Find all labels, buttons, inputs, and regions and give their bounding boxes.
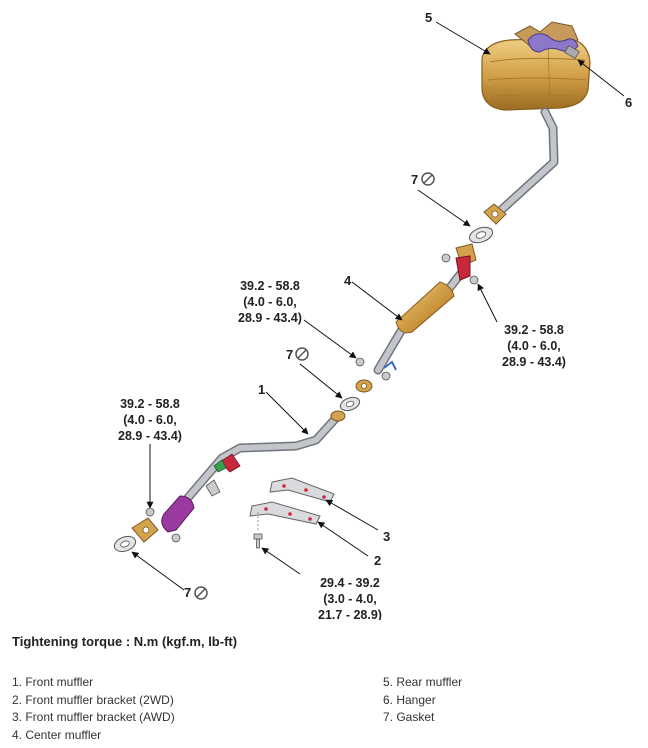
torque-front: 39.2 - 58.8 (4.0 - 6.0, 28.9 - 43.4): [118, 397, 182, 443]
callout-2: 2: [374, 553, 381, 568]
svg-text:(4.0 - 6.0,: (4.0 - 6.0,: [243, 295, 297, 309]
callout-3: 3: [383, 529, 390, 544]
legend-item: 7. Gasket: [383, 710, 435, 724]
svg-text:29.4 - 39.2: 29.4 - 39.2: [320, 576, 380, 590]
circle-slash-icon: [295, 347, 309, 361]
torque-center-left: 39.2 - 58.8 (4.0 - 6.0, 28.9 - 43.4): [238, 279, 302, 325]
legend-item: 5. Rear muffler: [383, 675, 463, 689]
svg-text:28.9 - 43.4): 28.9 - 43.4): [238, 311, 302, 325]
svg-text:21.7 - 28.9): 21.7 - 28.9): [318, 608, 382, 620]
callout-4: 4: [344, 273, 352, 288]
bracket-2wd: [249, 501, 321, 525]
bracket-bolt: [253, 512, 263, 549]
bracket-awd: [269, 477, 335, 503]
callout-5: 5: [425, 10, 432, 25]
parts-legend-left: 1. Front muffler 2. Front muffler bracke…: [12, 674, 175, 744]
callout-7-bottom: 7: [184, 585, 191, 600]
hanger: [527, 33, 580, 60]
nuts-center: [355, 253, 479, 381]
svg-text:28.9 - 43.4): 28.9 - 43.4): [502, 355, 566, 369]
circle-slash-icon: [421, 172, 435, 186]
nuts-front: [145, 507, 181, 543]
gasket-middle: [339, 396, 361, 412]
callout-1: 1: [258, 382, 265, 397]
svg-text:39.2 - 58.8: 39.2 - 58.8: [504, 323, 564, 337]
torque-center-right: 39.2 - 58.8 (4.0 - 6.0, 28.9 - 43.4): [502, 323, 566, 369]
gasket-top: [468, 226, 494, 244]
rear-flange: [483, 203, 507, 225]
legend-item: 4. Center muffler: [12, 727, 102, 742]
gasket-bottom: [113, 535, 137, 553]
legend-item: 6. Hanger: [383, 692, 436, 707]
rear-pipe: [492, 107, 559, 219]
center-muffler: [395, 281, 455, 334]
front-flange: [131, 517, 159, 543]
svg-text:39.2 - 58.8: 39.2 - 58.8: [120, 397, 180, 411]
torque-units-title: Tightening torque : N.m (kgf.m, lb-ft): [12, 634, 238, 649]
svg-text:(3.0 - 4.0,: (3.0 - 4.0,: [323, 592, 377, 606]
legend-item: 2. Front muffler bracket (2WD): [12, 692, 174, 707]
rear-muffler: [481, 37, 591, 111]
o2-sensor-bracket: [205, 453, 241, 497]
svg-text:39.2 - 58.8: 39.2 - 58.8: [240, 279, 300, 293]
callout-7-middle: 7: [286, 347, 293, 362]
svg-text:(4.0 - 6.0,: (4.0 - 6.0,: [507, 339, 561, 353]
callout-6: 6: [625, 95, 632, 110]
leader-lines: [131, 21, 625, 591]
parts-legend-right: 5. Rear muffler 6. Hanger 7. Gasket: [383, 674, 462, 727]
legend-item: 3. Front muffler bracket (AWD): [12, 710, 175, 724]
svg-text:28.9 - 43.4): 28.9 - 43.4): [118, 429, 182, 443]
exhaust-system-diagram: 5 6 7 4 7 1 3 2 7 39.2 - 58.8 (4.0 - 6.0…: [113, 10, 632, 620]
torque-bracket: 29.4 - 39.2 (3.0 - 4.0, 21.7 - 28.9): [318, 576, 382, 620]
center-rear-flange: [355, 379, 373, 393]
front-rear-flange: [330, 410, 346, 422]
svg-text:(4.0 - 6.0,: (4.0 - 6.0,: [123, 413, 177, 427]
legend-item: 1. Front muffler: [12, 675, 94, 689]
center-front-flange: [455, 243, 477, 281]
callout-7-top: 7: [411, 172, 418, 187]
flexible-joint: [161, 495, 195, 533]
circle-slash-icon: [194, 586, 208, 600]
center-clip: [383, 360, 397, 371]
